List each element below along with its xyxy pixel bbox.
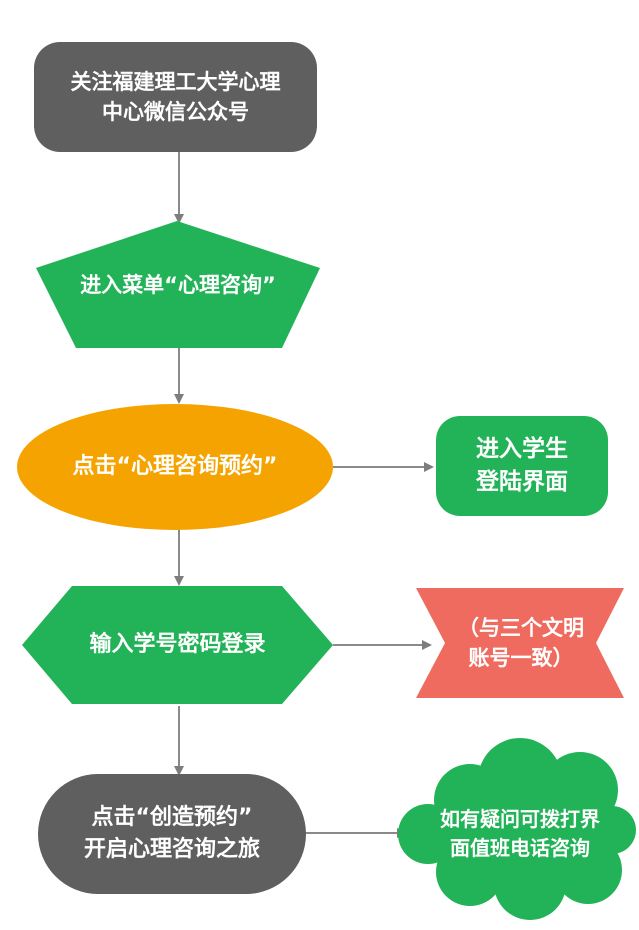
side-2-ribbon: [416, 588, 624, 698]
step-3-ellipse: [17, 404, 333, 530]
step-3-label: 点击“心理咨询预约”: [72, 454, 278, 480]
step-1-rounded-rect: [34, 42, 317, 152]
step-5-label: 点击“创造预约” 开启心理咨询之旅: [83, 805, 260, 862]
side-3-label: 如有疑问可拨打界 面值班电话咨询: [440, 807, 600, 860]
step-4-hexagon: [22, 586, 333, 704]
step-5-pill: [38, 774, 306, 894]
step-2-pentagon: [36, 221, 320, 348]
side-1-label: 进入学生 登陆界面: [476, 435, 568, 495]
step-4-label: 输入学号密码登录: [89, 632, 266, 658]
side-2-label: （与三个文明 账号一致）: [458, 615, 584, 670]
side-1-rounded-rect: [436, 416, 608, 516]
side-3-cloud: [398, 738, 636, 920]
step-1-label: 关注福建理工大学心理 中心微信公众号: [70, 69, 281, 124]
step-2-label: 进入菜单“心理咨询”: [80, 272, 276, 297]
